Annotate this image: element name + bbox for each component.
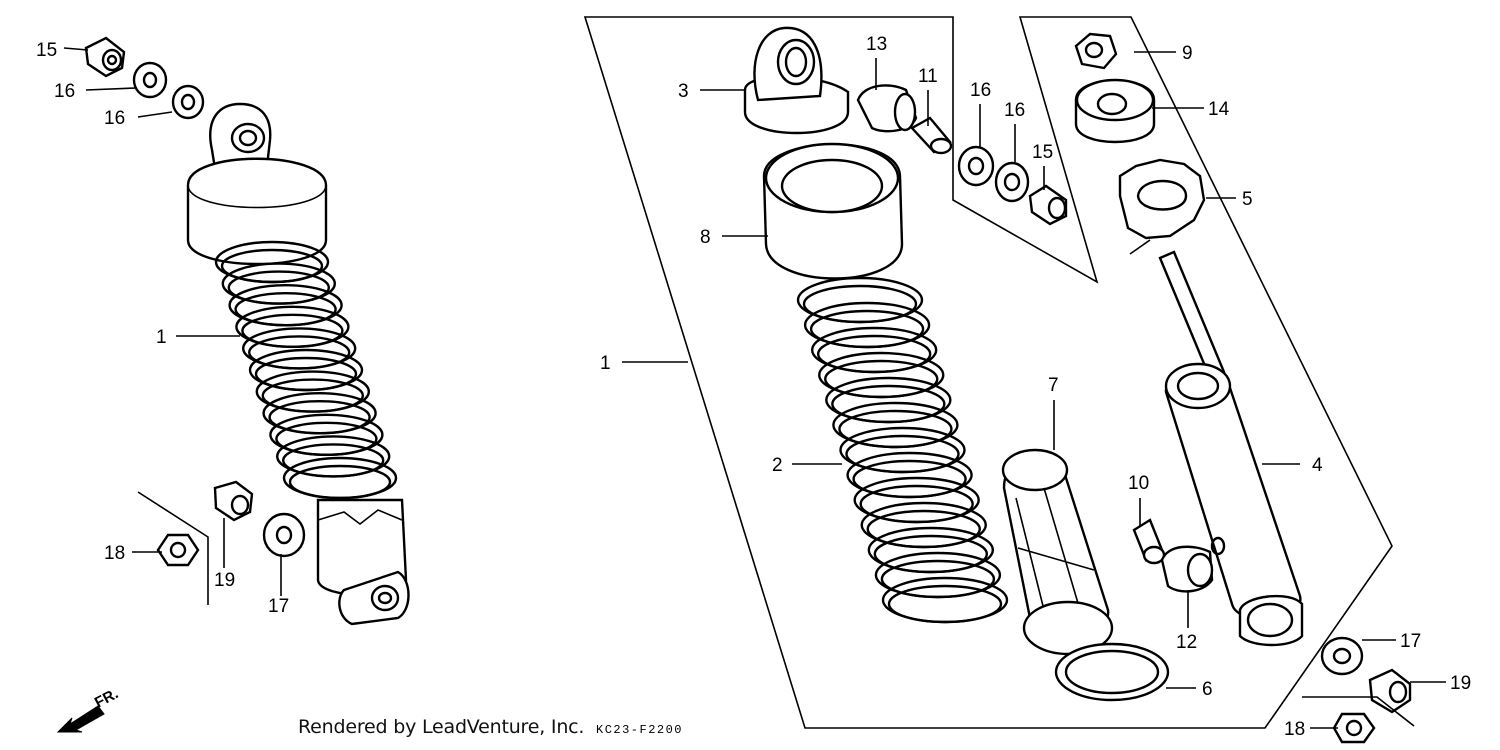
washer-17-right <box>1320 636 1364 676</box>
label-16: 16 <box>970 80 991 101</box>
label-13: 13 <box>866 34 887 55</box>
damper-4 <box>1158 250 1304 647</box>
spring-coil-inner <box>852 459 967 499</box>
washer-16-a <box>132 61 168 99</box>
spring-coil-inner <box>866 509 981 549</box>
label-9: 9 <box>1182 43 1193 64</box>
front-direction-arrow-icon: FR. <box>56 685 121 733</box>
coil-spring-assembled <box>214 240 398 500</box>
spring-coil-inner <box>234 292 337 327</box>
spring-coil-inner <box>845 434 960 474</box>
label-12: 12 <box>1176 632 1197 653</box>
spring-coil-inner <box>838 409 953 449</box>
assembled-shock-absorber <box>186 102 410 626</box>
spring-coil-inner <box>248 335 351 370</box>
label-5: 5 <box>1242 189 1253 210</box>
label-2: 2 <box>772 455 783 476</box>
leader-lines <box>63 47 1446 729</box>
washer-16-b <box>171 84 205 120</box>
part-labels: 15 16 16 1 18 19 17 3 13 11 16 16 15 9 1… <box>36 34 1471 740</box>
washer-16-d <box>994 161 1030 203</box>
label-18: 18 <box>1284 719 1305 740</box>
cap-nut-19-left <box>213 480 254 522</box>
coil-spring-2 <box>796 276 1009 624</box>
label-16: 16 <box>1004 100 1025 121</box>
nut-18-right <box>1332 712 1376 744</box>
spring-coil-inner <box>809 309 925 349</box>
bushing-12 <box>1160 545 1214 593</box>
label-6: 6 <box>1202 679 1213 700</box>
washer-17-left <box>262 512 306 558</box>
nut-9 <box>1074 32 1118 70</box>
mount-line-left <box>137 491 209 605</box>
label-19: 19 <box>214 570 235 591</box>
label-10: 10 <box>1128 473 1149 494</box>
nut-18-left <box>156 533 200 567</box>
label-11: 11 <box>918 66 938 87</box>
exploded-view-frame <box>583 16 1393 729</box>
label-4: 4 <box>1312 455 1323 476</box>
label-1: 1 <box>600 353 611 374</box>
label-19: 19 <box>1450 673 1471 694</box>
label-18: 18 <box>104 543 125 564</box>
label-17: 17 <box>268 596 289 617</box>
label-16: 16 <box>54 81 75 102</box>
label-15: 15 <box>1032 142 1053 163</box>
label-7: 7 <box>1048 375 1059 396</box>
stopper-plate-5 <box>1118 158 1206 255</box>
collar-10 <box>1132 518 1166 565</box>
spring-coil-inner <box>282 443 385 478</box>
label-3: 3 <box>678 81 689 102</box>
bushing-13 <box>856 84 918 133</box>
spring-coil-inner <box>275 421 378 456</box>
spring-coil-inner <box>802 284 918 324</box>
spring-coil-inner <box>873 534 989 574</box>
spring-coil-inner <box>268 400 371 435</box>
label-16: 16 <box>104 108 125 129</box>
label-1: 1 <box>156 327 167 348</box>
label-17: 17 <box>1400 631 1421 652</box>
cap-nut-15-top <box>84 36 126 78</box>
collar-11 <box>910 116 953 155</box>
spring-coil-inner <box>831 384 946 424</box>
spring-coil-inner <box>254 356 358 392</box>
spring-coil-inner <box>261 378 364 413</box>
cap-nut-19-right <box>1368 668 1412 714</box>
spring-coil-inner <box>220 248 324 284</box>
label-14: 14 <box>1208 99 1230 120</box>
cap-nut-15-right <box>1028 184 1068 226</box>
washer-16-c <box>957 145 995 187</box>
spring-guide-7 <box>1001 448 1114 656</box>
mount-line-right <box>1302 696 1415 727</box>
spring-coil-inner <box>816 334 932 374</box>
diagram-code: KC23-F2200 <box>596 723 684 737</box>
label-8: 8 <box>700 227 711 248</box>
spring-coil-inner <box>824 359 939 399</box>
spring-seat-8 <box>762 142 904 280</box>
cushion-14 <box>1074 78 1156 144</box>
upper-mount-3 <box>743 26 850 135</box>
spring-coil-inner <box>887 584 1003 624</box>
spring-coil-inner <box>288 464 392 500</box>
label-15: 15 <box>36 40 57 61</box>
credit-text: Rendered by LeadVenture, Inc. <box>298 716 585 738</box>
spring-coil-inner <box>227 270 330 305</box>
spring-coil-inner <box>859 484 974 524</box>
ring-6 <box>1054 642 1170 702</box>
spring-coil-inner <box>241 313 344 348</box>
spring-coil-inner <box>880 559 996 599</box>
